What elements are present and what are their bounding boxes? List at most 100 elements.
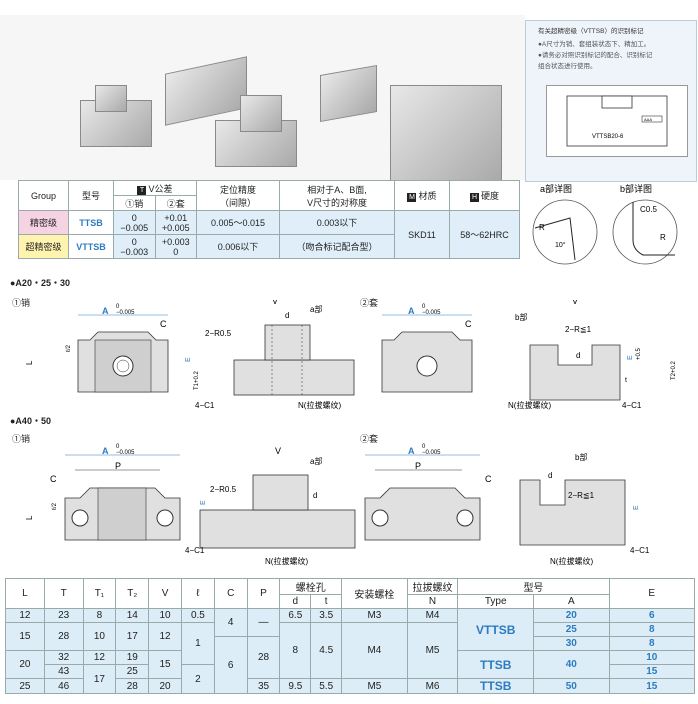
cell: 30 [533, 636, 610, 651]
s2-pin-side-base [199, 509, 356, 549]
s1-n-label: N(拉拔螺纹) [298, 400, 341, 410]
col-V: V [148, 578, 182, 609]
s2-A-tol-bot: −0.005 [116, 450, 135, 456]
a-r-label: R [539, 223, 545, 232]
s1-E-label: E [185, 357, 192, 362]
cell: 23 [43, 608, 84, 623]
accuracy: 0.005～0.015 [196, 210, 280, 235]
s1-sleeve-E-label: E [627, 355, 634, 360]
cell: 28 [246, 636, 281, 679]
s1-r05-label: 2−R0.5 [205, 329, 232, 338]
section1-title: ●A20・25・30 [10, 278, 70, 288]
s2-pin-hole-left [71, 509, 89, 527]
product-photo-strip [0, 15, 525, 182]
s2-A-label: A [102, 446, 109, 456]
material-label: 材质 [418, 191, 437, 201]
col-L: L [5, 578, 45, 609]
s2-V-label: V [275, 446, 281, 456]
sleeve-tol-top: +0.01 [164, 212, 188, 223]
s1-l2-label: ℓ/2 [65, 344, 72, 352]
section1-drawings: A 0 −0.005 C L ℓ/2 V d a部 2−R0.5 E T1+0.… [25, 300, 677, 410]
cell: 10 [82, 622, 117, 651]
cell: 35 [246, 678, 281, 694]
col-model: 型号 [68, 180, 114, 211]
table-row: 15 28 10 17 12 1 8 4.5 M4 M5 25 8 [5, 622, 696, 679]
cell: 20 [533, 608, 610, 623]
cell: 25 [115, 664, 150, 679]
type-cell: VTTSB [457, 608, 535, 651]
cell: 14 [115, 608, 150, 623]
cell: 6 [213, 636, 248, 694]
m-icon: M [407, 193, 417, 202]
product-photo-3-top [240, 95, 282, 132]
t-icon: T [137, 185, 147, 195]
b-detail-profile [632, 202, 675, 256]
table-row: 43 17 25 2 15 [6, 664, 696, 694]
material-value: SKD11 [394, 210, 450, 259]
col-E: E [608, 578, 696, 609]
hardness-value: 58～62HRC [449, 210, 520, 259]
cell: 25 [5, 678, 45, 694]
s2-sleeve-hole-left [371, 509, 389, 527]
s2-sleeve-A-tol-top: 0 [422, 444, 426, 450]
gap-label: （间隙） [219, 197, 256, 208]
positioning-label: 定位精度 [219, 184, 256, 195]
cell: 15 [608, 664, 696, 679]
s1-A-label: A [102, 306, 109, 316]
section2-title: ●A40・50 [10, 416, 51, 426]
note-line: ●A尺寸为销、套组装状态下、精加工。 [538, 41, 651, 48]
b-c-label: C0.5 [640, 205, 657, 214]
cell: 19 [115, 650, 150, 665]
symmetry-label-1: 相对于A、B面, [307, 184, 367, 195]
group-ultra: 超精密级 [18, 234, 69, 259]
col-mount-bolt: 安装螺栓 [341, 578, 408, 609]
s1-sleeve-A-label: A [408, 306, 415, 316]
col-T1: T₁ [82, 578, 117, 609]
col-pull-thread: 拉拔螺纹 [406, 578, 459, 595]
product-photo-2 [165, 56, 247, 126]
cell: 8 [608, 636, 696, 651]
note-line: ●请务必对照识别标记的配合、识别标记 [538, 52, 653, 59]
note-line: 组合状态进行使用。 [538, 63, 597, 70]
s2-A-tol-top: 0 [116, 444, 120, 450]
cell: M6 [406, 678, 459, 694]
s1-V-label: V [272, 300, 278, 306]
cell: 0.5 [180, 608, 215, 623]
s2-pin-center [97, 487, 147, 541]
s2-c1-label: 4−C1 [185, 546, 205, 555]
cell: M4 [406, 608, 459, 623]
s2-sleeve-P-label: P [415, 461, 421, 471]
s2-pin-hole-right [156, 509, 174, 527]
s1-A-tol-top: 0 [116, 304, 120, 310]
cell: 46 [43, 678, 84, 694]
col-group: Group [18, 180, 69, 211]
s2-sleeve-hole-right [456, 509, 474, 527]
cell: 6.5 [279, 608, 312, 623]
note-title: 有关超精密级（VTTSB）的识别标记 [538, 28, 644, 35]
cell: 15 [148, 650, 182, 679]
v-tolerance-label: V公差 [148, 183, 173, 194]
cell: 28 [115, 678, 150, 694]
s2-d-label: d [313, 491, 317, 500]
type-cell: TTSB [457, 678, 535, 694]
s2-sleeve-E-label: E [633, 505, 640, 510]
s2-sleeve-C-label: C [485, 474, 492, 484]
s2-a-label: a部 [310, 456, 322, 466]
col-type: Type [457, 594, 535, 609]
s2-C-label: C [50, 474, 57, 484]
cell: 40 [533, 650, 610, 679]
s2-sleeve-n-label: N(拉拔螺纹) [550, 556, 593, 566]
s1-sleeve-C-label: C [465, 319, 472, 329]
a-detail-title: a部详图 [540, 183, 572, 194]
marking-diagram-svg: AAA VTTSB20-6 [566, 95, 668, 147]
cell: 5.5 [310, 678, 343, 694]
cell: 10 [148, 608, 182, 623]
cell: 17 [82, 664, 117, 694]
s1-sleeve-hole [416, 355, 438, 377]
group-precision: 精密级 [18, 210, 69, 235]
s1-b-label: b部 [515, 312, 527, 322]
a-detail-circle [532, 199, 598, 265]
cell: — [246, 608, 281, 637]
